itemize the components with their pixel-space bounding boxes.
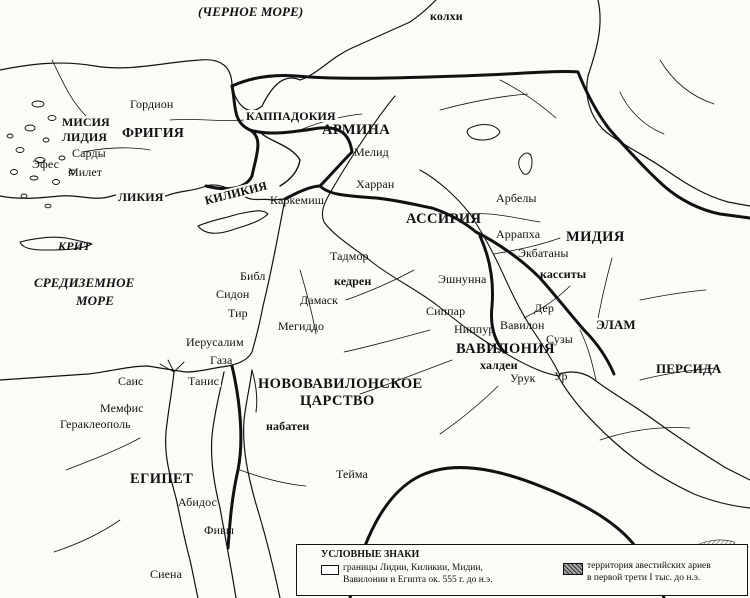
border-swatch xyxy=(321,565,339,575)
ierusalim-label: Иерусалим xyxy=(186,335,244,349)
lake-urmia xyxy=(518,152,533,175)
uruk-label: Урук xyxy=(510,371,536,385)
teima-label: Тейма xyxy=(336,467,368,481)
sais-label: Саис xyxy=(116,374,146,388)
nippur-label: Ниппур xyxy=(454,322,495,336)
vaviloniya-label: ВАВИЛОНИЯ xyxy=(456,341,555,357)
kassity-label: касситы xyxy=(540,267,587,281)
memfis-label: Мемфис xyxy=(100,401,144,415)
bibl-label: Библ xyxy=(240,269,266,283)
gaza-label: Газа xyxy=(210,353,233,367)
egipet-label: ЕГИПЕТ xyxy=(130,471,194,487)
persida-label: ПЕРСИДА xyxy=(656,361,722,376)
legend-item-avestan: территория авестийских ариев в первой тр… xyxy=(587,560,711,584)
gerakleopol-label: Гераклеополь xyxy=(60,417,131,431)
melid-label: Мелид xyxy=(354,145,389,159)
borders xyxy=(204,69,750,598)
neobabylonian-label-2: ЦАРСТВО xyxy=(300,393,375,409)
map-legend: УСЛОВНЫЕ ЗНАКИ границы Лидии, Киликии, М… xyxy=(296,544,748,596)
legend-avestan-line-2: в первой трети I тыс. до н.э. xyxy=(587,573,701,583)
vavilon-label: Вавилон xyxy=(500,318,545,332)
tributaries xyxy=(51,59,717,553)
fivy-label: Фивы xyxy=(204,523,235,537)
arrapkha-label: Аррапха xyxy=(496,227,541,241)
nile-delta xyxy=(159,359,185,373)
tigris-river xyxy=(419,169,561,377)
kolkhi-label: колхи xyxy=(430,9,463,23)
legend-borders-line-2: Вавилонии и Египта ок. 555 г. до н.э. xyxy=(343,575,493,585)
assiriya-label: АССИРИЯ xyxy=(406,211,482,227)
damask-label: Дамаск xyxy=(300,293,339,307)
kappadokiya-label: КАППАДОКИЯ xyxy=(244,109,338,123)
persian-gulf xyxy=(559,371,750,481)
crete xyxy=(19,236,93,251)
black-sea-coast xyxy=(0,0,437,112)
lidiya-label: ЛИДИЯ xyxy=(62,130,108,144)
ekbatany-label: Экбатаны xyxy=(518,246,569,260)
legend-item-borders: границы Лидии, Киликии, Мидии, Вавилонии… xyxy=(343,562,493,586)
eshnunna-label: Эшнунна xyxy=(438,272,487,286)
legend-borders-line-1: границы Лидии, Киликии, Мидии, xyxy=(343,563,483,573)
efes-label: Эфес xyxy=(32,157,60,171)
sardy-label: Сарды xyxy=(72,146,106,160)
armina-label: АРМИНА xyxy=(322,122,391,138)
avestan-swatch xyxy=(563,563,583,575)
khaldei-label: халдеи xyxy=(480,358,518,372)
cyprus xyxy=(197,210,269,234)
krit-label: КРИТ xyxy=(58,239,91,253)
tanis-label: Танис xyxy=(186,374,222,388)
euphrates-river xyxy=(322,95,561,377)
nile-river xyxy=(165,371,199,598)
tadmor-label: Тадмор xyxy=(330,249,369,263)
caspian-coast xyxy=(586,0,750,207)
siena-label: Сиена xyxy=(150,567,182,581)
legend-avestan-line-1: территория авестийских ариев xyxy=(587,561,711,571)
sidon-label: Сидон xyxy=(216,287,250,301)
levant-coast xyxy=(227,198,286,367)
karkemish-label: Каркемиш xyxy=(270,193,325,207)
nabateni-label: набатеи xyxy=(266,419,310,433)
arbely-label: Арбелы xyxy=(496,191,537,205)
gulf-of-aqaba xyxy=(251,369,258,413)
kharran-label: Харран xyxy=(356,177,395,191)
ur-label: Ур xyxy=(554,369,568,383)
legend-title: УСЛОВНЫЕ ЗНАКИ xyxy=(321,549,420,560)
mediterranean-label-1: СРЕДИЗЕМНОЕ xyxy=(34,275,135,290)
gordion-label: Гордион xyxy=(130,97,174,111)
aegean-islands xyxy=(6,100,76,209)
neobabylonian-label-1: НОВОВАВИЛОНСКОЕ xyxy=(258,376,423,392)
kedren-label: кедрен xyxy=(334,274,372,288)
misiya-label: МИСИЯ xyxy=(62,115,110,129)
tir-label: Тир xyxy=(228,306,248,320)
black-sea-label: (ЧЕРНОЕ МОРЕ) xyxy=(198,4,304,19)
red-sea-west xyxy=(210,371,237,598)
egypt-coast xyxy=(0,365,229,381)
abidos-label: Абидос xyxy=(178,495,217,509)
frigiya-label: ФРИГИЯ xyxy=(122,126,184,141)
suzy-label: Сузы xyxy=(546,332,573,346)
mediterranean-label-2: МОРЕ xyxy=(76,293,114,308)
der-label: Дер xyxy=(534,301,554,315)
elam-label: ЭЛАМ xyxy=(594,317,638,332)
persian-gulf-south xyxy=(557,375,750,509)
lake-van xyxy=(466,124,501,141)
likiya-label: ЛИКИЯ xyxy=(116,190,166,204)
red-sea-east xyxy=(243,369,281,598)
megiddo-label: Мегиддо xyxy=(278,319,325,333)
midiya-label: МИДИЯ xyxy=(566,229,625,245)
sippar-label: Сиппар xyxy=(426,304,466,318)
milet-label: Милет xyxy=(68,165,103,179)
kilikiya-border xyxy=(261,133,301,187)
